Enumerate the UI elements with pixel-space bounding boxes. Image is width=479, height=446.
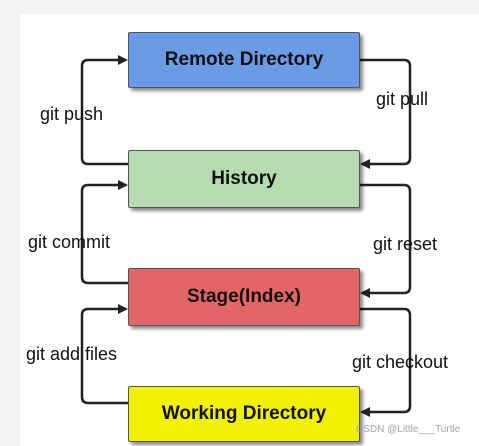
git-pull-label: git pull: [376, 89, 429, 109]
git-push-arrow: [80, 55, 128, 166]
git-add-files-label: git add files: [26, 344, 118, 364]
git-pull-arrow: [360, 58, 412, 169]
git-commit-arrow: [80, 180, 128, 285]
git-reset-arrow: [360, 183, 412, 298]
git-add-files-arrow: [80, 304, 128, 405]
git-checkout-arrow: [360, 307, 412, 417]
stage-index-node: Stage(Index): [128, 268, 360, 326]
git-checkout-label: git checkout: [352, 352, 449, 372]
working-directory-node: Working Directory: [128, 386, 360, 442]
remote-directory-node: Remote Directory: [128, 32, 360, 88]
git-push-label: git push: [40, 104, 104, 124]
git-reset-label: git reset: [373, 234, 438, 254]
history-node: History: [128, 150, 360, 208]
git-commit-label: git commit: [28, 232, 111, 252]
watermark: CSDN @Little___Turtle: [356, 424, 461, 435]
